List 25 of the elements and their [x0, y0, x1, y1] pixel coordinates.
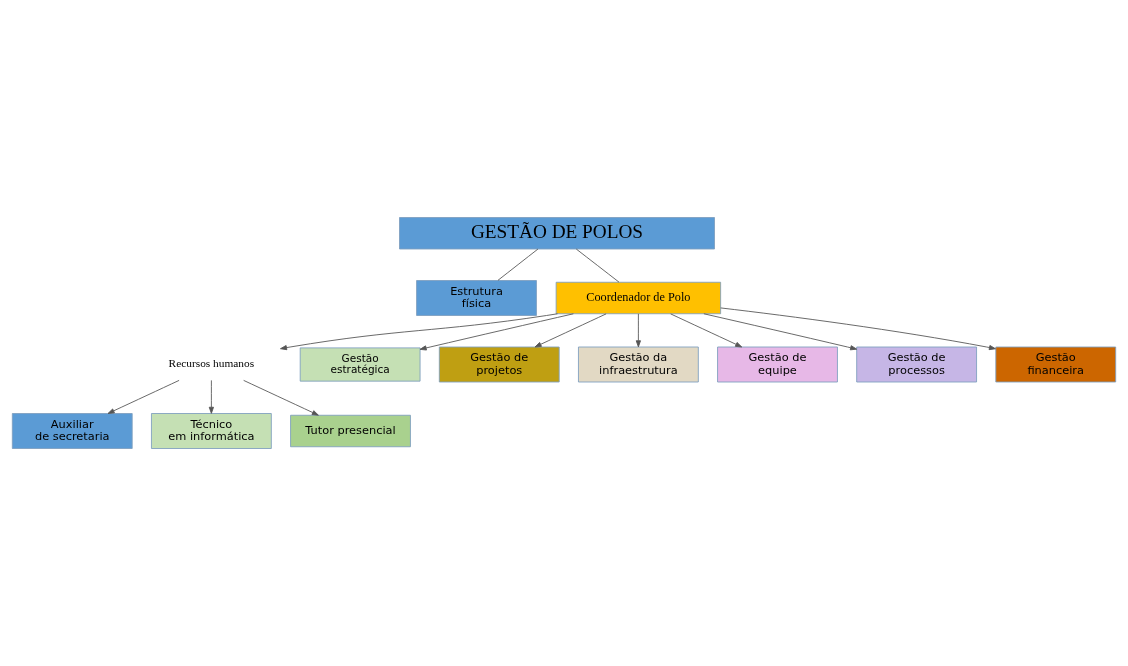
node-box: Estrutura física	[416, 280, 537, 316]
arrow	[534, 313, 607, 348]
node-box: Gestão estratégica	[299, 347, 421, 382]
node-box: Coordenador de Polo	[555, 281, 722, 315]
node-box: Técnico em informática	[151, 413, 272, 449]
connector	[497, 248, 539, 281]
arrow	[107, 379, 180, 414]
node-text: Recursos humanos	[168, 357, 255, 370]
node-box: Auxiliar de secretaria	[11, 413, 133, 449]
arrow	[419, 313, 574, 351]
arrow	[670, 313, 743, 348]
node-box: Gestão da infraestrutura	[578, 346, 699, 383]
arrow	[280, 313, 558, 351]
node-box: Gestão de processos	[856, 346, 977, 383]
node-box: Gestão financeira	[995, 346, 1117, 383]
node-box: GESTÃO DE POLOS	[399, 217, 715, 250]
arrow	[243, 379, 319, 416]
arrow	[208, 379, 214, 414]
node-box: Gestão de equipe	[717, 346, 838, 383]
arrow	[635, 313, 641, 348]
arrow	[703, 313, 858, 351]
node-box: Tutor presencial	[290, 414, 411, 448]
node-box: Gestão de projetos	[438, 346, 560, 383]
arrow	[720, 307, 996, 351]
connector	[575, 248, 620, 283]
